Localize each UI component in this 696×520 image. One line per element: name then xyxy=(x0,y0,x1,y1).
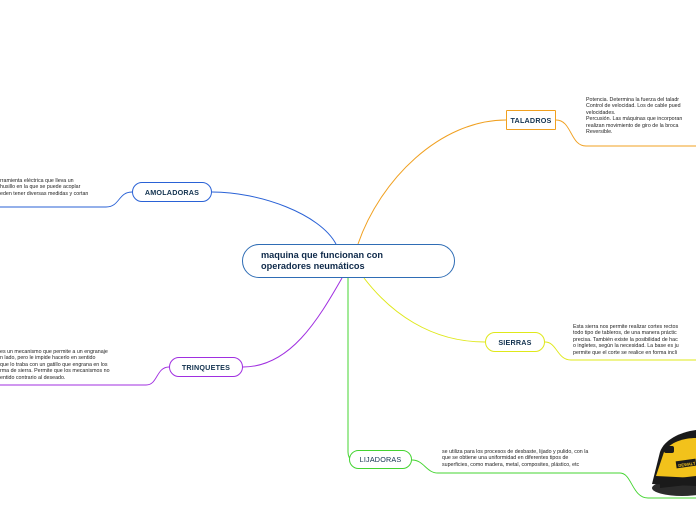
connector-taladros xyxy=(358,120,506,244)
note-line: eden tener diversas medidas y cortan xyxy=(0,191,110,197)
note-line: permite que el corte se realice en forma… xyxy=(573,350,696,356)
connector-trinquetes xyxy=(243,278,342,367)
note-taladros: Potencia. Determina la fuerza del taladr… xyxy=(586,97,696,147)
central-topic-label: maquina que funcionan con operadores neu… xyxy=(261,250,431,272)
connector-sierras xyxy=(364,278,485,342)
topic-taladros[interactable]: TALADROS xyxy=(506,110,556,130)
topic-sierras-label: SIERRAS xyxy=(498,338,531,347)
central-topic[interactable]: maquina que funcionan con operadores neu… xyxy=(242,244,455,278)
topic-amoladoras-label: AMOLADORAS xyxy=(145,188,199,197)
topic-lijadoras-label: LIJADORAS xyxy=(360,455,402,464)
connector-amoladoras xyxy=(212,192,336,244)
note-line: superficies, como madera, metal, composi… xyxy=(442,462,622,468)
note-trinquetes: es un mecanismo que permite a un engrana… xyxy=(0,349,146,383)
topic-lijadoras[interactable]: LIJADORAS xyxy=(349,450,412,469)
note-amoladoras: rramienta eléctrica que lleva un husillo… xyxy=(0,178,110,202)
note-line: Percusión. Las máquinas que incorporan xyxy=(586,116,696,122)
orbital-sander-icon: DEWALT xyxy=(652,430,696,496)
note-sierras: Esta sierra nos permite realizar cortes … xyxy=(573,324,696,358)
topic-trinquetes-label: TRINQUETES xyxy=(182,363,230,372)
topic-taladros-label: TALADROS xyxy=(511,116,552,125)
note-line: Reversible. xyxy=(586,129,696,135)
connector-lijadoras xyxy=(348,278,352,460)
note-lijadoras: se utiliza para los procesos de desbaste… xyxy=(442,449,622,471)
note-line: entido contrario al deseado. xyxy=(0,375,146,381)
note-line: Control de velocidad. Los de cable pued xyxy=(586,103,696,109)
topic-amoladoras[interactable]: AMOLADORAS xyxy=(132,182,212,202)
topic-trinquetes[interactable]: TRINQUETES xyxy=(169,357,243,377)
note-line: o ingletes, según la necesidad. La base … xyxy=(573,343,696,349)
topic-sierras[interactable]: SIERRAS xyxy=(485,332,545,352)
